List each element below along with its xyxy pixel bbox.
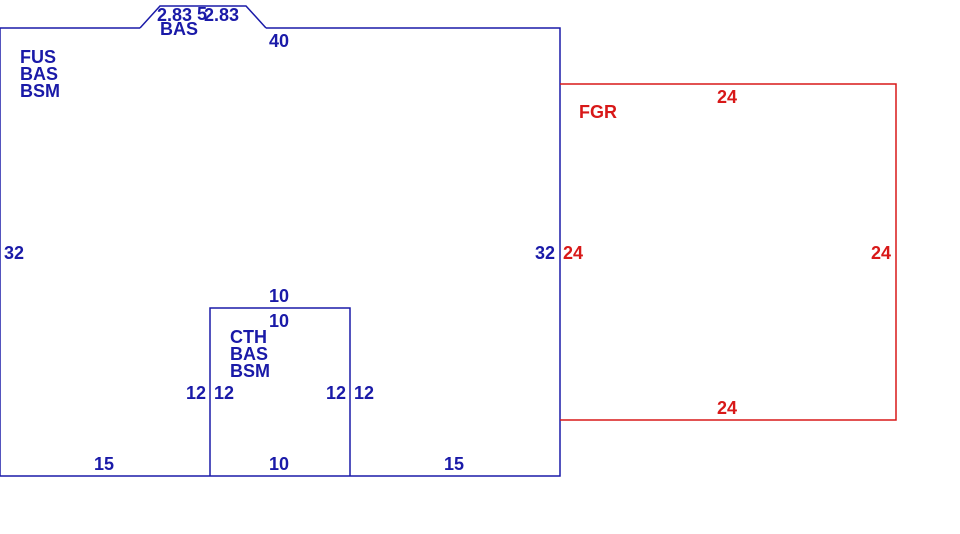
garage-dim-bottom: 24 xyxy=(717,398,737,418)
cutout-dim-left-inner: 12 xyxy=(214,383,234,403)
cutout-code-1: CTH xyxy=(230,327,267,347)
main-dim-top: 40 xyxy=(269,31,289,51)
cutout-dim-bottom: 10 xyxy=(269,454,289,474)
bay-dim-left: 2.83 xyxy=(157,5,192,25)
cutout-dim-right-inner: 12 xyxy=(326,383,346,403)
cutout-code-2: BAS xyxy=(230,344,268,364)
bay-dim-top: 5 xyxy=(197,4,207,24)
main-code-2: BAS xyxy=(20,64,58,84)
cutout-dim-left-outer: 12 xyxy=(186,383,206,403)
bay-outline xyxy=(139,5,267,29)
main-dim-right: 32 xyxy=(535,243,555,263)
cutout-dim-top-inner: 10 xyxy=(269,311,289,331)
cutout-dim-right-outer: 12 xyxy=(354,383,374,403)
main-dim-bottom-right: 15 xyxy=(444,454,464,474)
cutout-code-3: BSM xyxy=(230,361,270,381)
garage-dim-right: 24 xyxy=(871,243,891,263)
cutout-outline xyxy=(209,307,351,476)
garage-code: FGR xyxy=(579,102,617,122)
garage-dim-top: 24 xyxy=(717,87,737,107)
main-dim-left: 32 xyxy=(4,243,24,263)
cutout-dim-top-outer: 10 xyxy=(269,286,289,306)
bay-code: BAS xyxy=(160,19,198,39)
main-code-1: FUS xyxy=(20,47,56,67)
bay-dim-right: 2.83 xyxy=(204,5,239,25)
main-code-3: BSM xyxy=(20,81,60,101)
main-dim-bottom-left: 15 xyxy=(94,454,114,474)
main-house-outline xyxy=(0,27,561,477)
garage-outline xyxy=(560,83,897,421)
garage-dim-left: 24 xyxy=(563,243,583,263)
